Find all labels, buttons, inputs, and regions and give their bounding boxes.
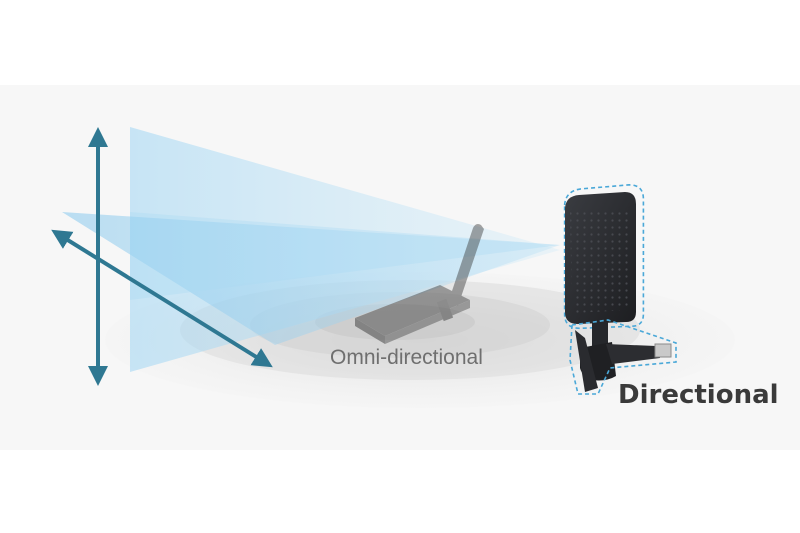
horizontal-axis-arrow [51, 229, 273, 368]
omni-directional-label: Omni-directional [330, 346, 483, 369]
directional-antenna-icon [563, 184, 677, 395]
omni-antenna-icon [355, 224, 484, 344]
directional-label: Directional [618, 380, 779, 410]
